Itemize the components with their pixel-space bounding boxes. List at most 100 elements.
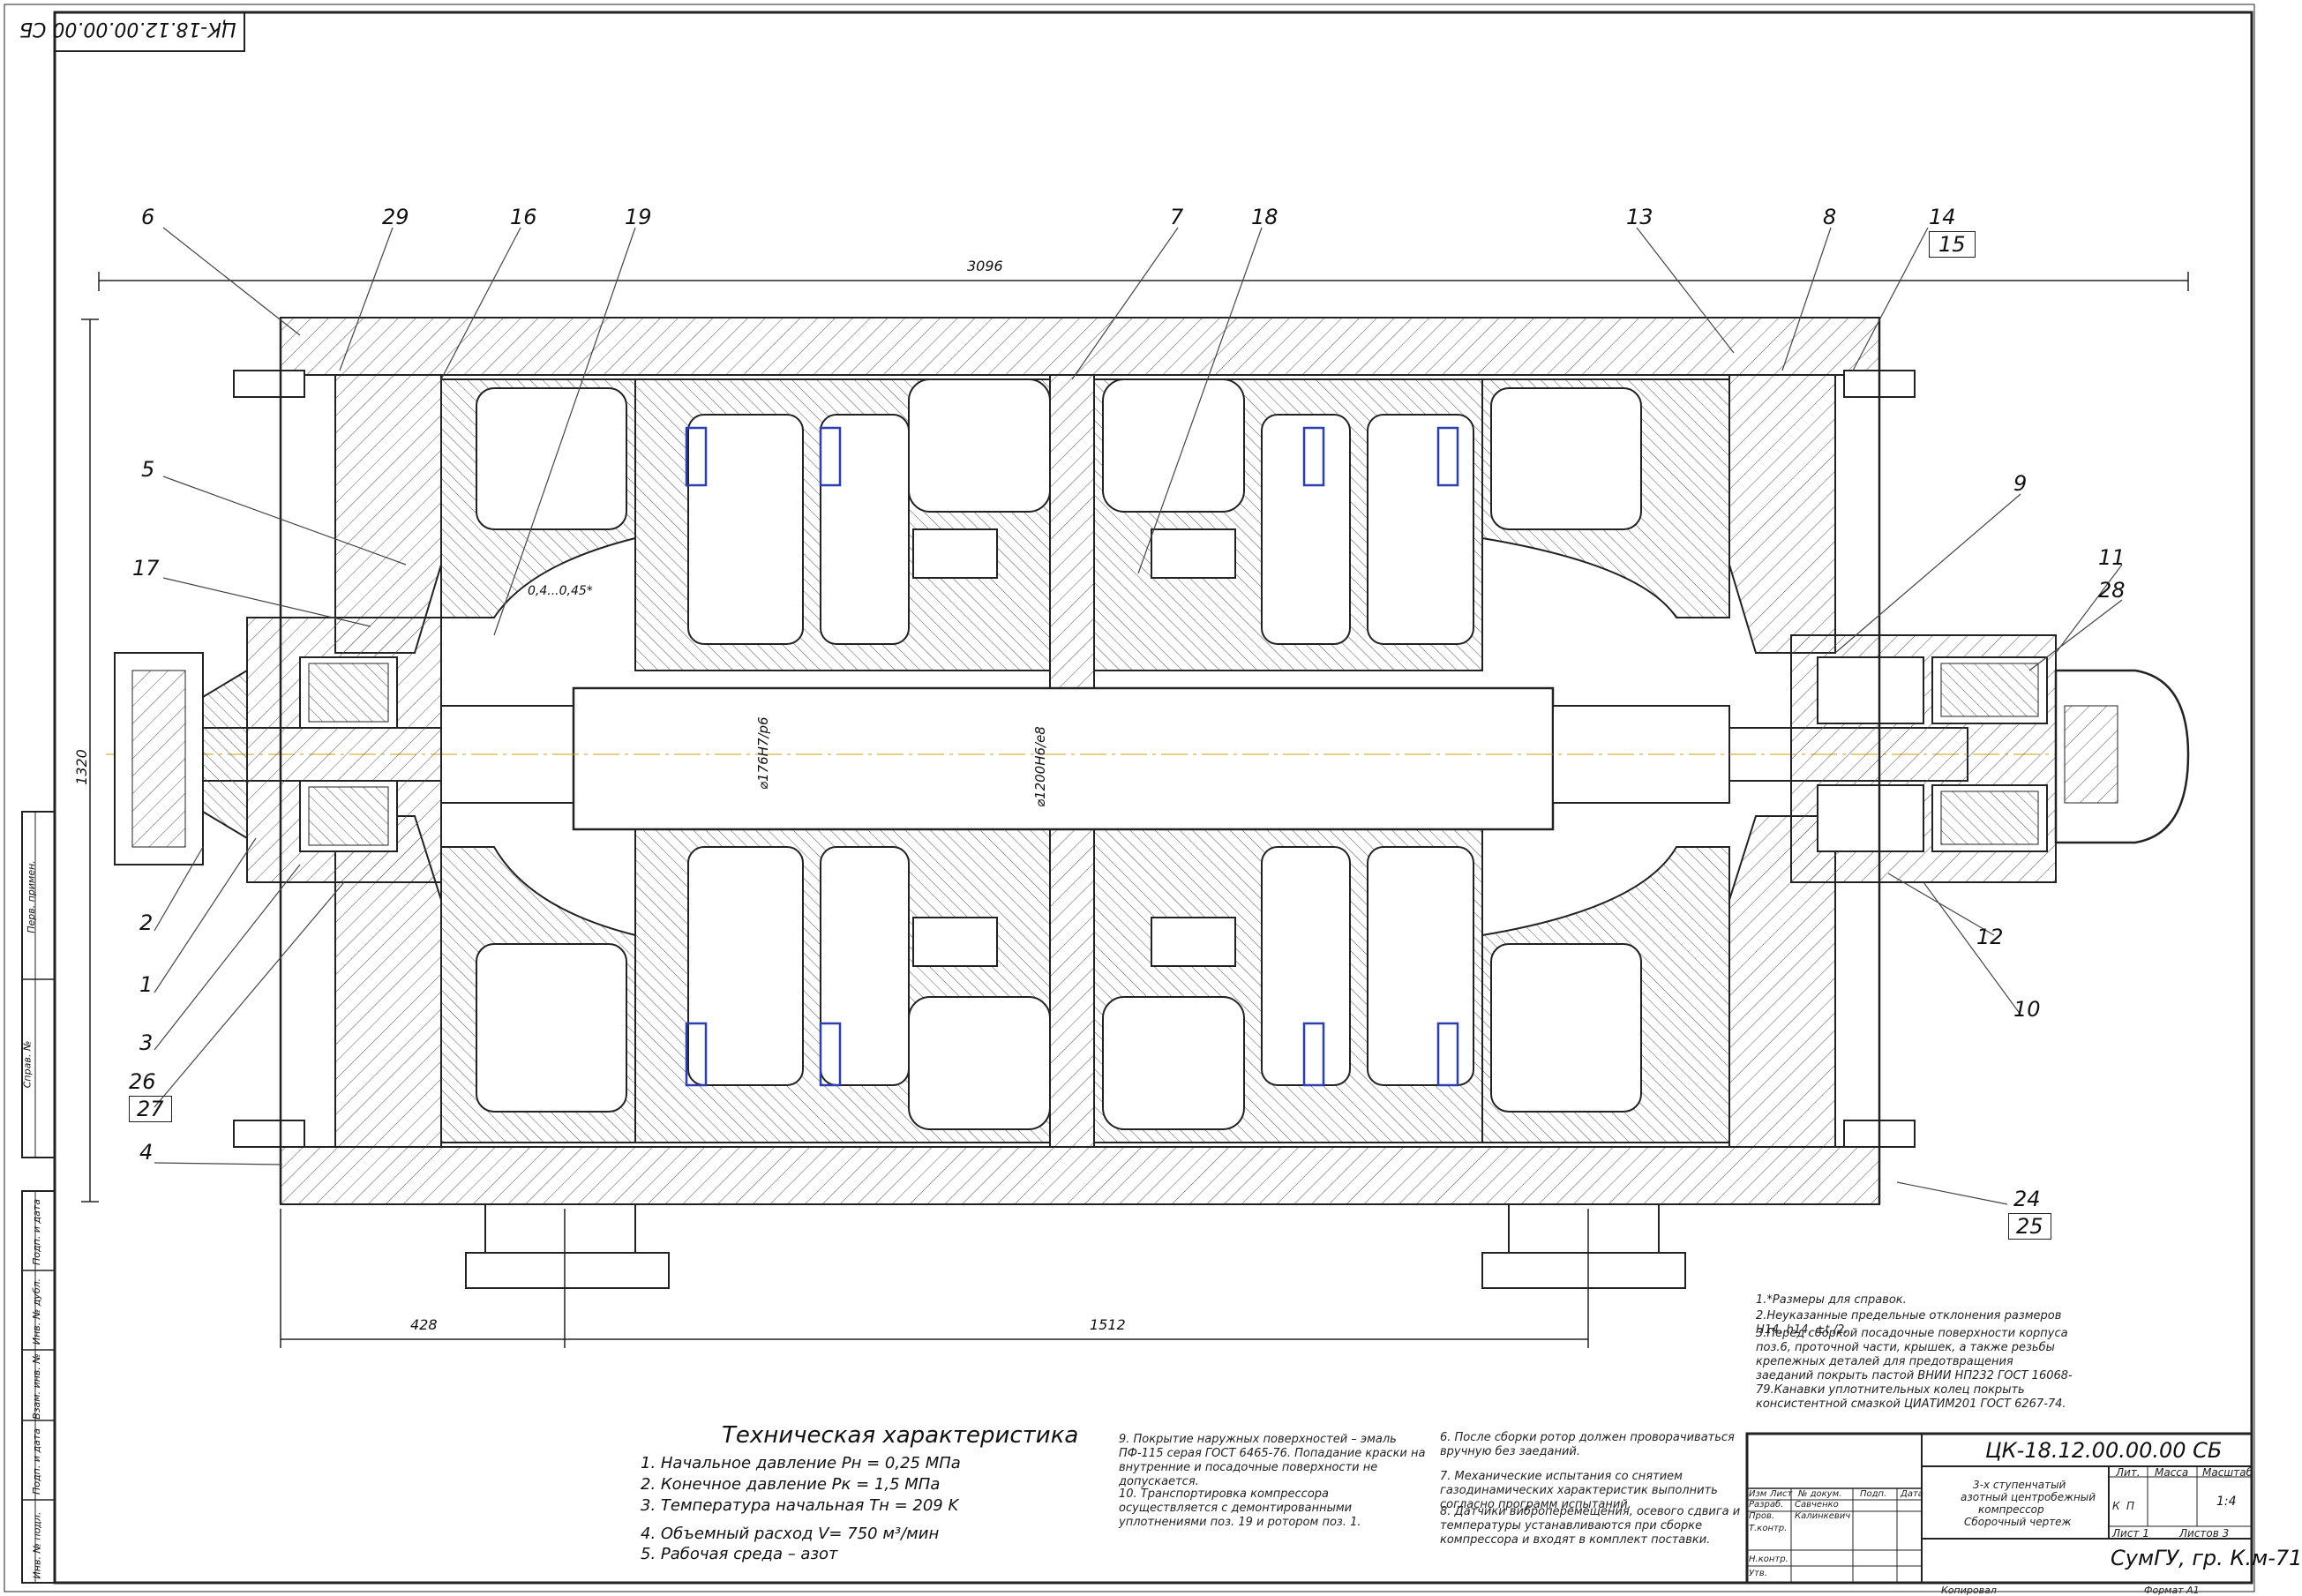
title-block-col-izm: Изм <box>1749 1489 1767 1499</box>
note-10: 10. Транспортировка компрессора осуществ… <box>1119 1487 1361 1529</box>
note-7: 7. Механические испытания со снятием газ… <box>1440 1470 1718 1511</box>
position-8: 8 <box>1823 205 1837 229</box>
tech-item: 2. Конечное давление Pк = 1,5 MПa <box>641 1475 941 1494</box>
compressor-casing <box>280 317 1880 1205</box>
position-24: 24 <box>2013 1187 2041 1211</box>
bearing-right <box>1790 634 2057 883</box>
title-block-scale: 1:4 <box>2216 1495 2237 1509</box>
top-doc-code: ЦК-18.12.00.00.00 СБ <box>19 18 236 40</box>
position-15: 15 <box>1929 231 1976 258</box>
position-27: 27 <box>129 1096 172 1122</box>
title-block-mass-header: Масса <box>2155 1466 2189 1479</box>
stamp-orig-inv: Инв. № подл. <box>31 1511 43 1579</box>
stamp-first-use: Перв. примен. <box>25 860 37 933</box>
title-block-nkontr: Н.контр. <box>1749 1555 1788 1564</box>
position-29: 29 <box>382 205 409 229</box>
position-14: 14 <box>1929 205 1956 229</box>
position-16: 16 <box>510 205 537 229</box>
title-block-col-date: Дата <box>1901 1489 1923 1499</box>
stage-diaphragms <box>634 374 1483 1148</box>
sheet-inner-frame <box>53 11 2253 1585</box>
stamp-sign-date-2: Подп. и дата <box>30 1428 42 1495</box>
title-block-razrab: Разраб. <box>1749 1500 1784 1510</box>
dimension-lines <box>81 272 2189 1348</box>
title-block-scale-header: Масштаб <box>2202 1466 2253 1479</box>
position-25: 25 <box>2008 1213 2051 1240</box>
title-block-copied: Копировал <box>1941 1585 1997 1596</box>
top-code-box <box>54 11 245 52</box>
dim-seal-gap: 0,4...0,45* <box>528 584 593 598</box>
tech-item: 5. Рабочая среда – азот <box>641 1545 838 1563</box>
title-block-name-3: компрессор <box>1978 1503 2044 1516</box>
title-block-lit-k: К <box>2112 1500 2120 1512</box>
note-1: 1.*Размеры для справок. <box>1756 1293 1907 1307</box>
position-28: 28 <box>2098 578 2126 603</box>
position-9: 9 <box>2013 471 2028 496</box>
tech-item: 1. Начальное давление Pн = 0,25 MПa <box>641 1454 961 1472</box>
dim-overall-height: 1320 <box>72 749 90 785</box>
title-block-lit-p: П <box>2126 1500 2135 1512</box>
tech-title: Техническая характеристика <box>722 1422 1079 1449</box>
tech-item: 4. Объемный расход V= 750 м³/мин <box>641 1525 940 1543</box>
title-block-utv: Утв. <box>1749 1569 1767 1578</box>
stamp-sign-date-1: Подп. и дата <box>30 1199 42 1265</box>
dim-overall-length: 3096 <box>967 258 1003 274</box>
dim-shaft-fit-1: ⌀176H7/p6 <box>755 716 771 790</box>
position-12: 12 <box>1976 925 2004 949</box>
title-block-lit-header: Лит. <box>2116 1466 2141 1479</box>
position-3: 3 <box>139 1030 154 1055</box>
title-block-prov: Пров. <box>1749 1511 1775 1521</box>
position-1: 1 <box>139 972 154 997</box>
sheet-outer-frame <box>4 4 2255 1592</box>
note-3: 3.Перед сборкой посадочные поверхности к… <box>1756 1327 2073 1411</box>
stamp-dup-inv: Инв. № дубл. <box>31 1278 43 1345</box>
title-block-name-2: азотный центробежный <box>1961 1491 2096 1503</box>
tech-item: 3. Температура начальная Tн = 209 K <box>641 1496 959 1515</box>
title-block-tkontr: Т.контр. <box>1749 1524 1788 1533</box>
title-block-org: СумГУ, гр. К.м-71 <box>2111 1546 2302 1570</box>
position-13: 13 <box>1626 205 1653 229</box>
position-6: 6 <box>141 205 155 229</box>
title-block-prov-name: Калинкевич <box>1795 1511 1851 1521</box>
position-18: 18 <box>1251 205 1278 229</box>
position-19: 19 <box>625 205 652 229</box>
title-block-col-doc: № докум. <box>1798 1489 1842 1499</box>
position-26: 26 <box>129 1069 156 1094</box>
note-9: 9. Покрытие наружных поверхностей – эмал… <box>1119 1433 1426 1488</box>
outlet-volute <box>1481 378 1730 1143</box>
position-11: 11 <box>2098 545 2126 570</box>
title-block-name-1: 3-х ступенчатый <box>1973 1479 2066 1491</box>
note-2: 2.Неуказанные предельные отклонения разм… <box>1756 1309 2062 1337</box>
title-block-razrab-name: Савченко <box>1795 1500 1839 1510</box>
title-block-format: Формат A1 <box>2144 1585 2200 1596</box>
position-17: 17 <box>132 556 160 581</box>
position-2: 2 <box>139 910 154 935</box>
title-block-col-list: Лист <box>1770 1489 1793 1499</box>
position-10: 10 <box>2013 997 2041 1022</box>
title-block-sheet: Лист 1 <box>2112 1527 2149 1540</box>
position-leaders <box>154 227 2123 1205</box>
dim-support-span: 1512 <box>1090 1316 1126 1333</box>
title-block-name-4: Сборочный чертеж <box>1964 1516 2072 1528</box>
position-7: 7 <box>1170 205 1184 229</box>
title-block-col-sign: Подп. <box>1860 1489 1887 1499</box>
end-cover-right <box>2054 669 2190 844</box>
dim-shaft-fit-2: ⌀1200H6/e8 <box>1032 726 1048 807</box>
title-block-sheets: Листов 3 <box>2179 1527 2230 1540</box>
coupling-left <box>114 652 248 865</box>
bearing-left <box>246 617 442 883</box>
note-6: 6. После сборки ротор должен проворачива… <box>1440 1431 1735 1458</box>
flange-bolts <box>233 318 1916 1204</box>
note-8: 8. Датчики виброперемещения, осевого сдв… <box>1440 1505 1741 1547</box>
stamp-replaced-inv: Взам. инв. № <box>30 1353 42 1420</box>
stamp-ref-no: Справ. № <box>21 1040 34 1089</box>
dim-left-offset: 428 <box>410 1316 438 1333</box>
side-stamp <box>21 811 56 1584</box>
position-4: 4 <box>139 1140 154 1165</box>
title-block <box>1745 1432 2253 1585</box>
support-feet <box>465 1203 1686 1289</box>
inlet-volute <box>440 378 636 1143</box>
position-5: 5 <box>141 457 155 482</box>
title-block-code: ЦК-18.12.00.00.00 СБ <box>1985 1438 2223 1463</box>
